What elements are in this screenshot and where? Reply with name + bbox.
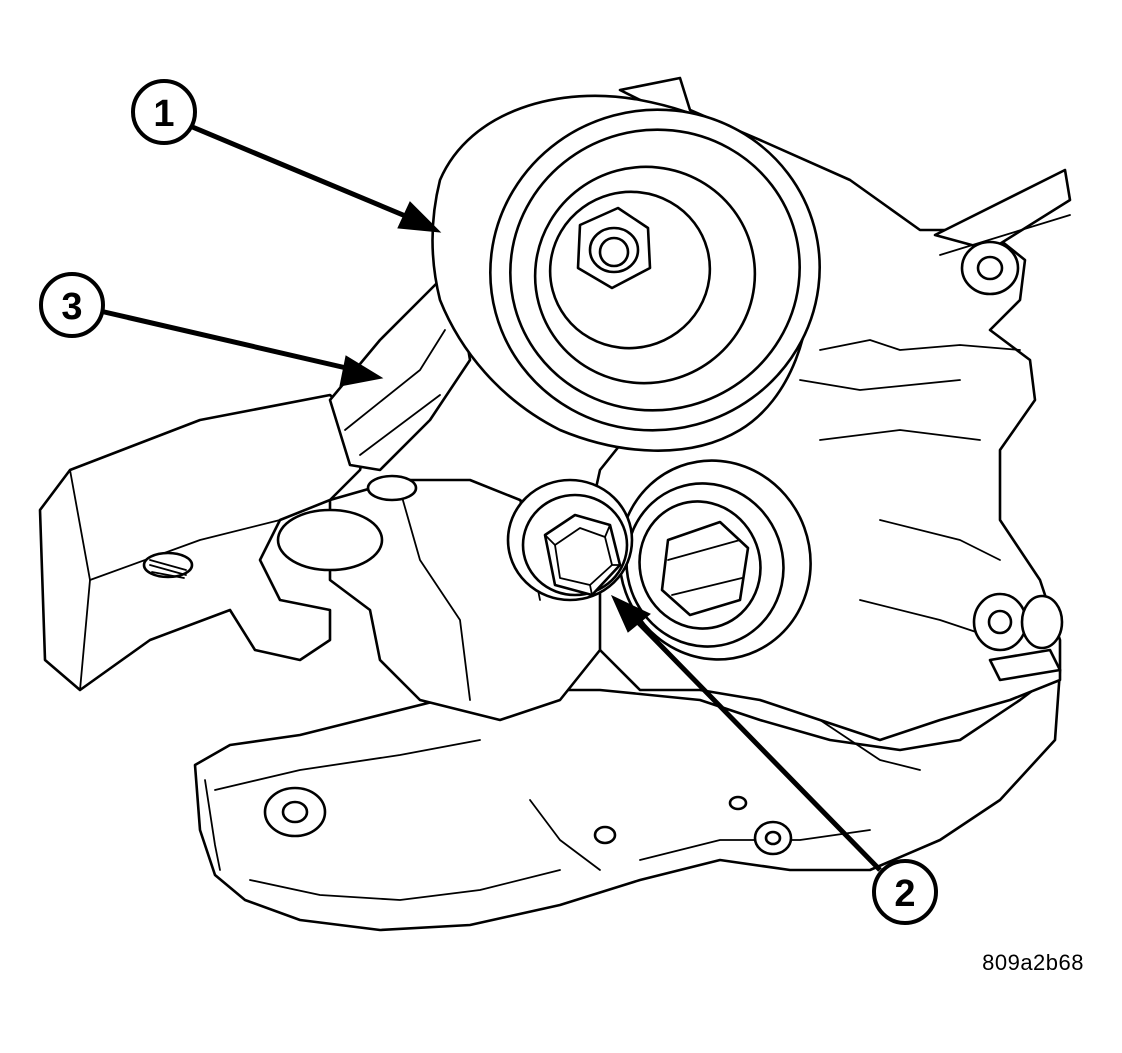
callout-2-label: 2 <box>894 873 915 915</box>
pivot-bolt <box>506 478 634 602</box>
callout-leader-2 <box>610 594 882 872</box>
callout-1: 1 <box>131 79 197 145</box>
callout-3-label: 3 <box>61 286 82 328</box>
callout-2: 2 <box>872 859 938 925</box>
figure-id-label: 809a2b68 <box>982 950 1084 975</box>
callout-3: 3 <box>39 272 105 338</box>
adjuster-pulley <box>618 459 812 661</box>
callout-leader-3 <box>99 308 384 387</box>
idler-pulley <box>431 94 821 452</box>
callout-1-label: 1 <box>153 93 174 135</box>
timing-cover-housing <box>193 668 1062 932</box>
callout-leader-1 <box>189 123 442 233</box>
